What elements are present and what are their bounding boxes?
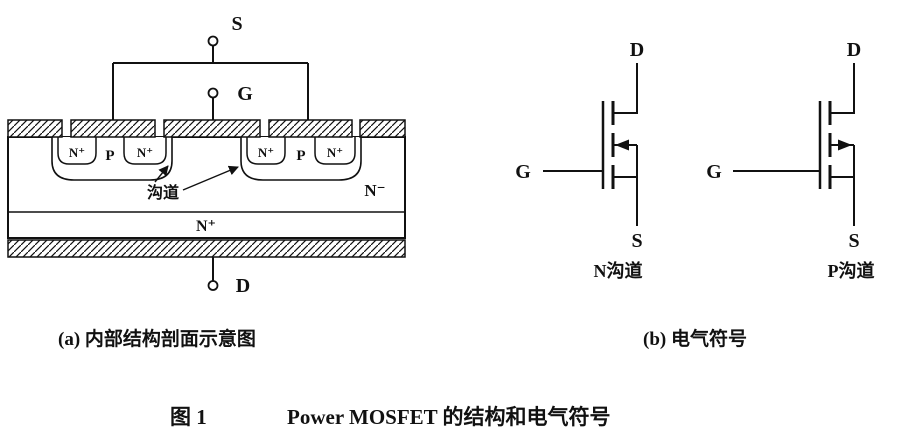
n-plus-label-left-1: N⁺ [69, 145, 85, 160]
drift-region-label: N⁻ [364, 181, 385, 200]
channel-arrow-left [154, 165, 169, 183]
drain-label: D [630, 39, 644, 61]
substrate-label: N⁺ [196, 218, 216, 235]
body-arrow-out-icon [838, 139, 852, 151]
channel-label: 沟道 [147, 183, 179, 202]
drain-lead [613, 63, 638, 114]
source-label: S [848, 230, 859, 252]
body-arrow-in-icon [615, 139, 629, 151]
source-label: S [631, 230, 642, 252]
p-label-left: P [105, 148, 114, 164]
n-source-region-right-2 [314, 137, 356, 165]
gate-terminal-node [207, 87, 219, 99]
gate-terminal-label: G [237, 83, 253, 105]
figure-title-index: 图 1 [170, 405, 207, 429]
figure-title-text: Power MOSFET 的结构和电气符号 [287, 405, 611, 429]
gate-label: G [515, 161, 531, 183]
top-metal-left-edge [7, 119, 63, 138]
caption-a: (a) 内部结构剖面示意图 [58, 327, 256, 350]
source-terminal-node [207, 35, 219, 47]
n-plus-label-right-2: N⁺ [327, 145, 343, 160]
source-metal-right [268, 119, 353, 138]
source-bus-wire [112, 45, 309, 121]
n-source-region-left-1 [57, 137, 97, 165]
source-lead [613, 145, 638, 226]
drain-metal [7, 239, 406, 258]
source-lead [830, 145, 855, 226]
n-source-region-right-1 [246, 137, 286, 165]
top-metal-right-edge [359, 119, 406, 138]
p-channel-symbol: D G S P沟道 [706, 39, 874, 281]
source-metal-left [70, 119, 156, 138]
caption-b: (b) 电气符号 [643, 327, 747, 350]
drain-terminal-label: D [236, 275, 250, 297]
n-channel-type-label: N沟道 [594, 260, 643, 281]
gate-electrode [163, 119, 261, 138]
n-source-region-left-2 [123, 137, 167, 165]
p-label-right: P [296, 148, 305, 164]
channel-arrow-right [182, 165, 239, 191]
drain-label: D [847, 39, 861, 61]
drain-terminal-node [207, 280, 219, 291]
drain-lead [830, 63, 855, 114]
cross-section-panel: S G N⁺ P N⁺ N⁺ P N⁺ [7, 13, 406, 350]
source-terminal-label: S [231, 13, 242, 35]
gate-label: G [706, 161, 722, 183]
p-channel-type-label: P沟道 [828, 260, 875, 281]
n-channel-symbol: D G S N沟道 [515, 39, 644, 281]
n-plus-label-right-1: N⁺ [258, 145, 274, 160]
n-plus-label-left-2: N⁺ [137, 145, 153, 160]
